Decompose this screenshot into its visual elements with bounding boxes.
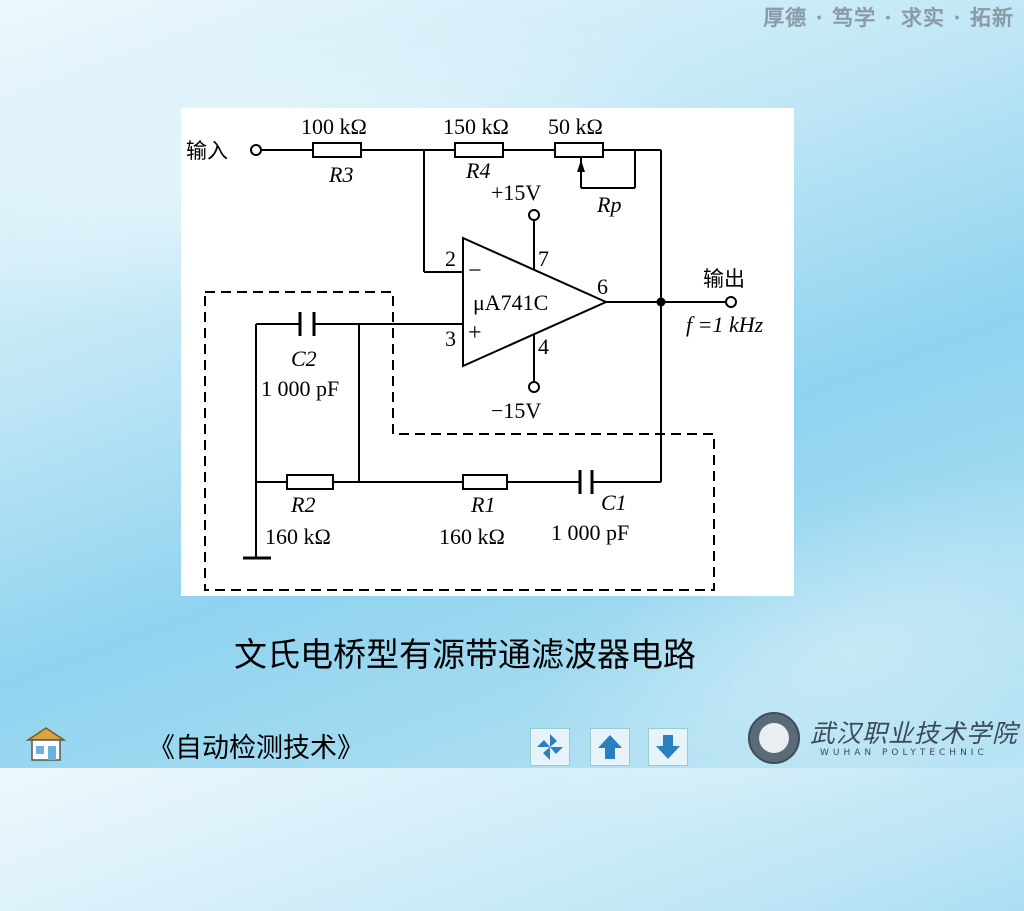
pin-6: 6	[597, 274, 608, 299]
r4-value: 150 kΩ	[443, 114, 509, 139]
rp-value: 50 kΩ	[548, 114, 603, 139]
r3-value: 100 kΩ	[301, 114, 367, 139]
pin-3: 3	[445, 326, 456, 351]
opamp-model: μA741C	[473, 290, 548, 315]
next-button[interactable]	[648, 728, 688, 766]
r2-name: R2	[290, 492, 315, 517]
inverting-sign: −	[468, 258, 482, 284]
circuit-diagram: 输入 100 kΩ R3 150 kΩ R4 50 kΩ Rp +15V −15…	[181, 108, 794, 596]
r2-value: 160 kΩ	[265, 524, 331, 549]
slide-caption: 文氏电桥型有源带通滤波器电路	[234, 635, 696, 674]
course-title: 《自动检测技术》	[148, 733, 364, 764]
r3-name: R3	[328, 162, 353, 187]
input-label: 输入	[186, 139, 228, 163]
school-emblem	[748, 712, 800, 764]
c1-value: 1 000 pF	[551, 520, 629, 545]
up-arrow-icon	[598, 735, 622, 759]
down-arrow-icon	[656, 735, 680, 759]
menu-button[interactable]	[530, 728, 570, 766]
pin-7: 7	[538, 246, 549, 271]
c2-value: 1 000 pF	[261, 376, 339, 401]
r1-name: R1	[470, 492, 495, 517]
rp-name: Rp	[596, 192, 621, 217]
pin-2: 2	[445, 246, 456, 271]
vminus-label: −15V	[491, 398, 541, 423]
school-name-en: WUHAN POLYTECHNIC	[820, 748, 988, 758]
previous-button[interactable]	[590, 728, 630, 766]
r4-name: R4	[465, 158, 490, 183]
output-label: 输出	[703, 267, 745, 291]
school-logo: 武汉职业技术学院 WUHAN POLYTECHNIC	[748, 712, 1018, 766]
vplus-label: +15V	[491, 180, 541, 205]
school-motto: 厚德 · 笃学 · 求实 · 拓新	[763, 5, 1014, 30]
frequency-label: f =1 kHz	[686, 312, 764, 337]
school-name-cn: 武汉职业技术学院	[810, 719, 1019, 748]
r1-value: 160 kΩ	[439, 524, 505, 549]
home-icon[interactable]	[24, 724, 68, 764]
c2-name: C2	[291, 346, 317, 371]
noninverting-sign: +	[468, 320, 482, 346]
c1-name: C1	[601, 490, 627, 515]
pin-4: 4	[538, 334, 549, 359]
pinwheel-icon	[537, 734, 563, 760]
